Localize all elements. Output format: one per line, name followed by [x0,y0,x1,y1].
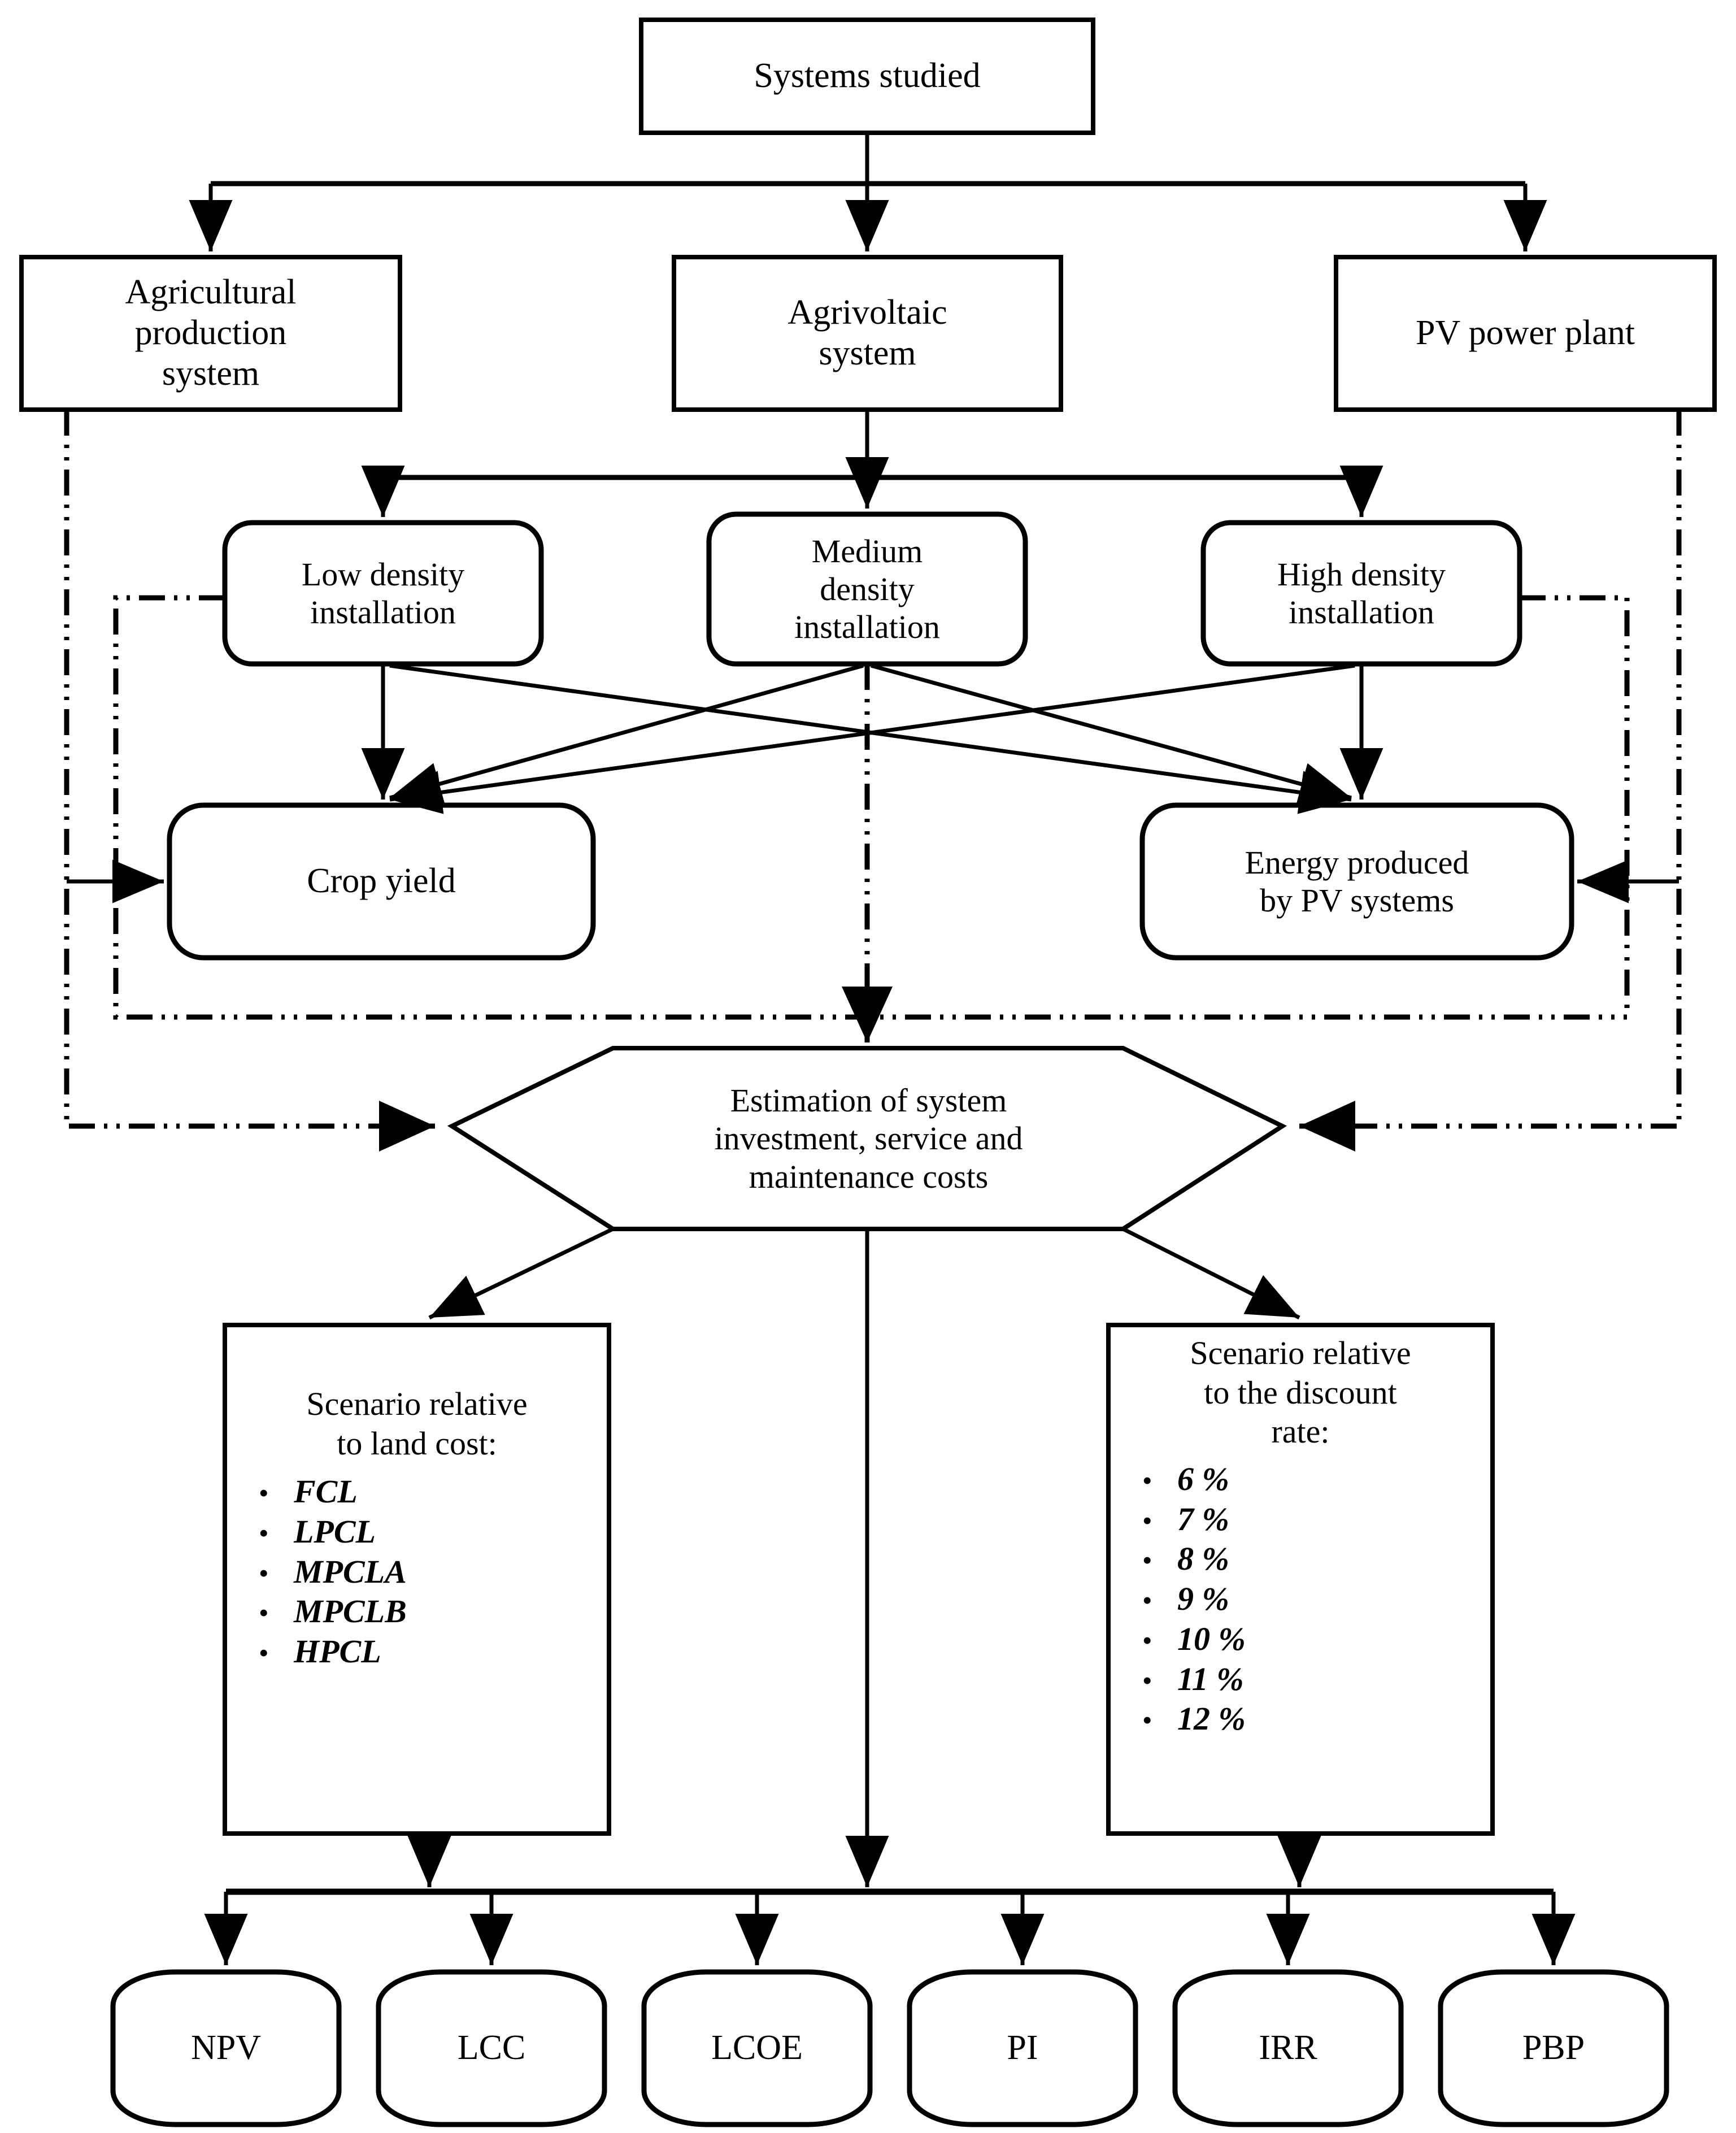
node-medium-density-installation [706,511,1028,667]
scenario-land-cost-heading: Scenario relative to land cost: [306,1385,528,1462]
bullet-icon: • [259,1477,269,1509]
list-item: • 9 % [1142,1580,1229,1618]
node-pv-power-plant [1334,255,1717,412]
bullet-icon: • [1142,1624,1152,1656]
scenario-land-cost-list: • FCL • LPCL • MPCLA • MPCLB • HPCL [230,1472,603,1672]
edge-medium-density-to-energy [871,663,1352,805]
bullet-icon: • [259,1597,269,1629]
edge-high-density-right-rail [1520,595,1630,1017]
edge-low-density-left-rail [113,595,1627,1020]
list-item: • LPCL [259,1513,376,1550]
list-item: • 6 % [1142,1460,1229,1497]
node-agricultural-production-system [19,255,402,412]
node-metric-pi [907,1969,1138,2127]
node-estimation-hexagon [447,1046,1287,1231]
list-item: • 12 % [1142,1700,1246,1737]
list-item: • MPCLA [259,1553,407,1590]
node-crop-yield [167,802,596,961]
edge-hexagon-to-scenario-land [428,1227,614,1320]
node-energy-produced-by-pv-systems [1139,802,1574,961]
bullet-icon: • [259,1557,269,1589]
edge-agricultural-rail-to-hexagon [64,410,435,1152]
node-metric-pbp [1438,1969,1669,2127]
bullet-icon: • [1142,1504,1152,1536]
scenario-land-cost-content: Scenario relative to land cost: • FCL • … [230,1384,603,1672]
bullet-icon: • [1142,1704,1152,1736]
bullet-icon: • [1142,1464,1152,1496]
node-high-density-installation [1200,520,1522,667]
edge-medium-density-to-crop-yield [389,663,864,805]
bullet-icon: • [1142,1584,1152,1617]
node-low-density-installation [222,520,544,667]
scenario-discount-rate-heading: Scenario relative to the discount rate: [1190,1335,1411,1450]
scenario-discount-rate-list: • 6 % • 7 % • 8 % • 9 % • 10 % • 11 % • … [1114,1459,1487,1739]
scenario-discount-rate-content: Scenario relative to the discount rate: … [1114,1333,1487,1739]
node-agrivoltaic-system [672,255,1063,412]
list-item: • FCL [259,1473,358,1510]
bullet-icon: • [1142,1664,1152,1696]
bullet-icon: • [259,1637,269,1669]
node-metric-lcc [376,1969,607,2127]
node-metric-npv [110,1969,342,2127]
edge-high-density-to-crop-yield [389,663,1355,814]
node-metric-irr [1172,1969,1404,2127]
list-item: • 10 % [1142,1620,1246,1657]
list-item: • 7 % [1142,1500,1229,1537]
list-item: • MPCLB [259,1593,407,1630]
node-metric-lcoe [641,1969,873,2127]
edge-pvplant-rail-to-hexagon [1299,410,1682,1152]
list-item: • 11 % [1142,1660,1244,1697]
node-scenario-discount-rate [1106,1323,1495,1836]
bullet-icon: • [1142,1544,1152,1576]
list-item: • 8 % [1142,1540,1229,1578]
bullet-icon: • [259,1517,269,1549]
edge-hexagon-to-scenario-discount [1122,1227,1300,1320]
node-scenario-land-cost [223,1323,611,1836]
list-item: • HPCL [259,1633,381,1670]
node-systems-studied [639,18,1095,135]
